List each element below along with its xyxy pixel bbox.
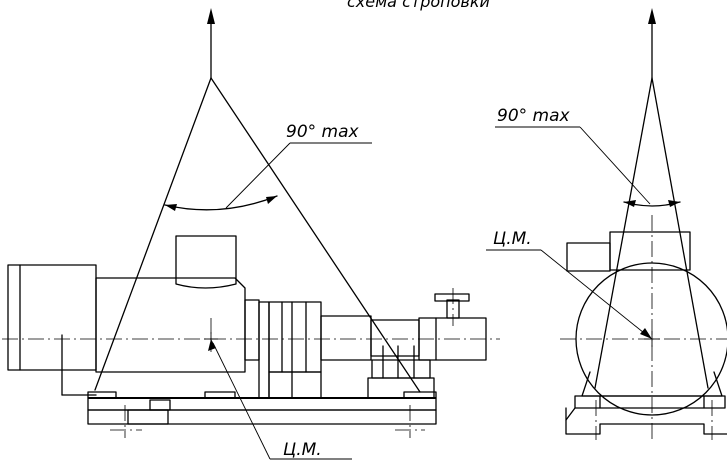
front-cm-marker [486, 249, 660, 347]
side-sling-lines [94, 77, 421, 393]
side-lift-arrow [207, 8, 215, 79]
side-angle-leader [225, 142, 372, 209]
side-motor [7, 235, 260, 396]
front-view: 90° max Ц.М. [486, 8, 727, 440]
front-angle-leader [495, 126, 651, 205]
side-view: 90° max [2, 8, 500, 460]
diagram-title: схема строповки [347, 0, 490, 11]
side-coupling [258, 301, 322, 399]
front-sling-lines [594, 77, 709, 389]
side-angle-arc [164, 195, 278, 211]
side-centerlines [2, 288, 500, 438]
front-centerlines [560, 215, 727, 440]
side-base-frame [87, 391, 437, 425]
front-lift-arrow [648, 8, 656, 79]
front-cm-label: Ц.М. [493, 229, 532, 249]
side-pump [320, 293, 487, 399]
side-angle-label: 90° max [286, 122, 360, 142]
front-angle-arc [623, 200, 681, 207]
front-angle-label: 90° max [497, 106, 571, 126]
side-cm-marker [204, 332, 352, 460]
side-cm-label: Ц.М. [283, 440, 322, 460]
